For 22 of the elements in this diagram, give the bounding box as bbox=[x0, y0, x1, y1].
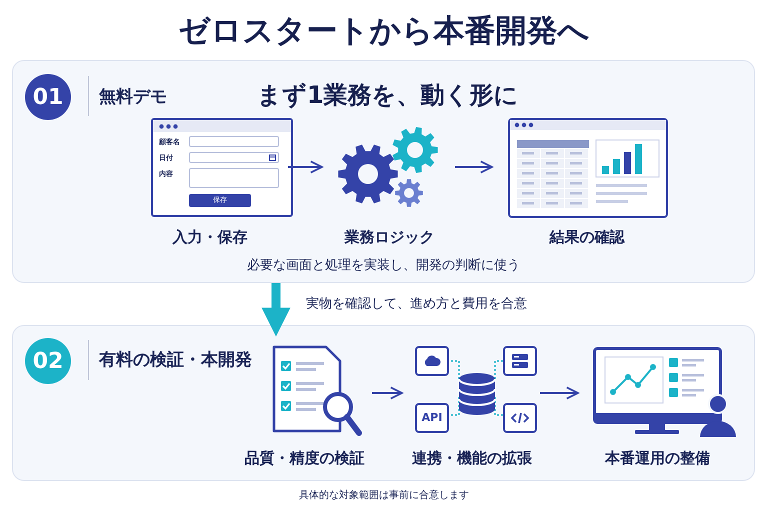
step-heading: 有料の検証・本開発 bbox=[99, 349, 252, 372]
arrow bbox=[288, 160, 323, 174]
step-heading: 無料デモ bbox=[99, 86, 167, 109]
step-number-badge: 02 bbox=[25, 338, 71, 384]
title: ゼロスタートから本番開発へ bbox=[178, 12, 590, 51]
description-text: 必要な画面と処理を実装し、開発の判断に使う bbox=[247, 257, 520, 275]
step-panel bbox=[12, 325, 755, 481]
step-number-badge: 01 bbox=[25, 74, 71, 120]
step-caption: 入力・保存 bbox=[172, 227, 248, 248]
step-caption: 連携・機能の拡張 bbox=[412, 448, 532, 469]
arrow bbox=[455, 160, 493, 174]
step-caption: 業務ロジック bbox=[344, 227, 434, 248]
step-caption: 品質・精度の検証 bbox=[244, 448, 364, 469]
footnote: 具体的な対象範囲は事前に合意します bbox=[299, 488, 469, 503]
arrow bbox=[372, 386, 403, 400]
arrow bbox=[262, 283, 290, 337]
step-caption: 本番運用の整備 bbox=[605, 448, 710, 469]
step-panel bbox=[12, 60, 755, 283]
step-caption: 結果の確認 bbox=[550, 227, 624, 248]
api-card: API bbox=[415, 403, 449, 433]
arrow bbox=[540, 386, 579, 400]
headline: まず1業務を、動く形に bbox=[257, 80, 519, 111]
